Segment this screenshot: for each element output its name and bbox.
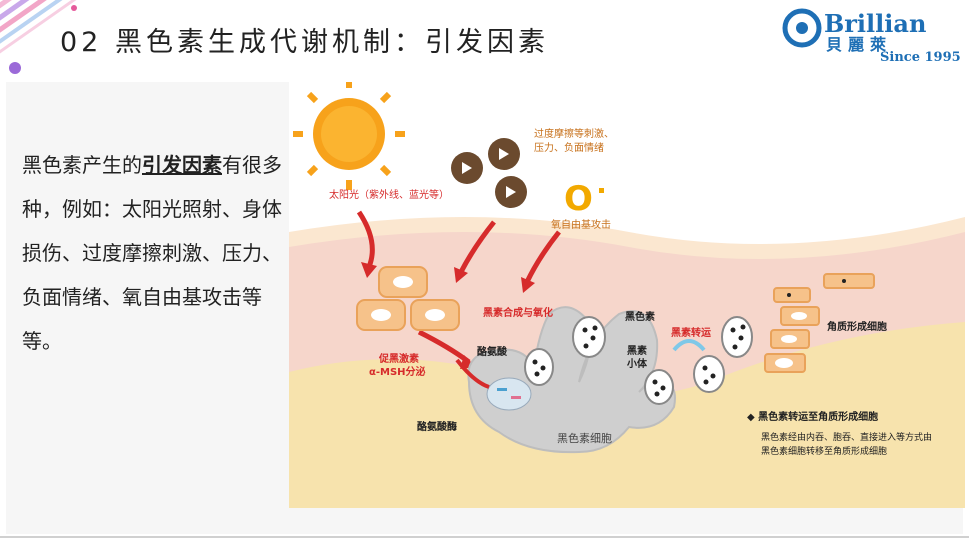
tyrosine-label: 酪氨酸 <box>477 345 508 358</box>
melanosome-label-line2: 小体 <box>626 357 648 370</box>
sun-label: 太阳光（紫外线、蓝光等） <box>329 188 449 201</box>
note-line1: 黑色素经由内吞、胞吞、直接进入等方式由 <box>761 431 932 443</box>
bottom-divider <box>0 536 969 538</box>
tyrosinase-label: 酪氨酸酶 <box>417 420 457 433</box>
melanin-illustration: 太阳光（紫外线、蓝光等） 过度摩擦等刺激、 压力、负面情绪 O 氧自由基攻击 <box>289 82 965 508</box>
brand-name: Brillian <box>824 9 926 38</box>
note-line2: 黑色素细胞转移至角质形成细胞 <box>761 445 887 457</box>
melanin-label: 黑色素 <box>625 310 655 323</box>
stress-label-line2: 压力、负面情绪 <box>534 141 604 154</box>
slide-title: 02 黑色素生成代谢机制：引发因素 <box>60 27 549 58</box>
melanocyte-label: 黑色素细胞 <box>557 431 612 445</box>
tyrosine-icons <box>486 377 532 411</box>
keratinocyte-label: 角质形成细胞 <box>827 320 887 333</box>
melanosome-icons <box>524 316 753 405</box>
brand-logo: Brillian 貝麗萊 <box>782 8 926 54</box>
stress-icon <box>451 138 527 208</box>
brand-since: Since 1995 <box>880 50 961 65</box>
body-text: 有很多种，例如：太阳光照射、身体损伤、过度摩擦刺激、压力、负面情绪、氧自由基攻击… <box>22 153 282 353</box>
swirl-icon <box>782 8 822 48</box>
stress-label-line1: 过度摩擦等刺激、 <box>534 127 614 140</box>
sun-icon <box>293 82 405 190</box>
synthesis-label: 黑素合成与氧化 <box>483 306 553 319</box>
radical-label: 氧自由基攻击 <box>551 218 611 231</box>
transport-label: 黑素转运 <box>671 326 711 339</box>
melanocyte-cell <box>467 306 676 454</box>
note-title: ◆ 黑色素转运至角质形成细胞 <box>747 410 878 423</box>
msh-label-line2: α-MSH分泌 <box>369 365 426 378</box>
corner-decoration <box>0 0 80 74</box>
msh-label-line1: 促黑激素 <box>378 352 419 365</box>
melanosome-label-line1: 黑素 <box>627 344 647 357</box>
brand-chinese-name: 貝麗萊 <box>826 35 892 54</box>
body-paragraph: 黑色素产生的引发因素有很多种，例如：太阳光照射、身体损伤、过度摩擦刺激、压力、负… <box>22 143 284 363</box>
cell-cluster <box>356 266 460 331</box>
highlight-text: 引发因素 <box>142 153 222 177</box>
radical-icon: O <box>564 179 593 219</box>
intro-text: 黑色素产生的 <box>22 153 142 177</box>
